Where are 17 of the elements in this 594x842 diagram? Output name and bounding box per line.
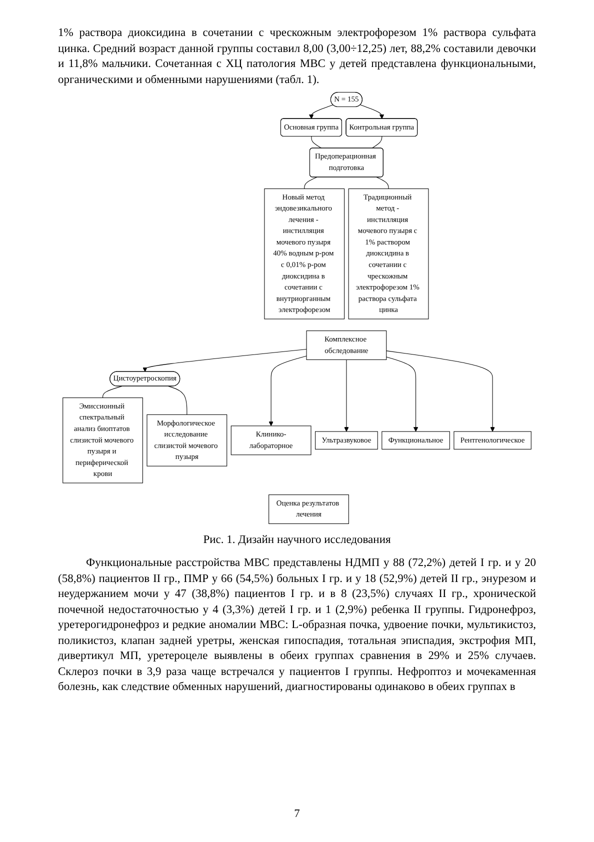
- connector: [304, 177, 318, 190]
- page-number: 7: [293, 808, 301, 820]
- arrow: [344, 360, 349, 432]
- arrow: [142, 349, 307, 372]
- paragraph: 1% раствора диоксидина в сочетании с чрескожным электрофорезом 1% раствора сульфата цинка. Средний возраст данной группы составил 8,00 (3,00÷12,25) лет, 88,2% составили девочки и 11,8% мальчики. Сочетанная с ХЦ патология МВС у детей представлена функциональными, органическими и обменными нарушениями (табл. 1).: [58, 26, 536, 88]
- connector: [102, 386, 122, 398]
- arrow: [308, 104, 334, 120]
- connector: [376, 177, 389, 190]
- arrow: [386, 350, 495, 432]
- arrow: [360, 104, 384, 120]
- connector: [311, 136, 322, 149]
- connector: [168, 386, 188, 415]
- arrow: [268, 356, 307, 426]
- connector: [371, 136, 382, 149]
- paragraph: Функциональные расстройства МВС представлены НДМП у 88 (72,2%) детей I гр. и у 20 (58,8%) пациентов II гр., ПМР у 66 (54,5%) больных I гр. и у 18 (52,9%) детей II гр., энурезом и неудержанием мочи у 47 (38,8%) пациентов I гр. и в 8 (23,5%) случаях II гр., хронической почечной недостаточностью у 4 (3,3%) детей I гр. и 1 (2,9%) ребенка II группы. Гидронефроз, уретерогидронефроз и редкие аномалии МВС: L-образная почка, удвоение почки, мультикистоз, поликистоз, клапан задней уретры, женская гипоспадия, тотальная эписпадия, экстрофия МП, дивертикул МП, уретероцеле выявлены в обеих группах сравнения в 29% и 25% случаев. Склероз почки в 3,9 раза чаще встречался у пациентов I группы. Нефроптоз и мочекаменная болезнь, как следствие обменных нарушений, диагностированы одинаково в обеих группах в: [58, 556, 536, 696]
- figure-caption: Рис. 1. Дизайн научного исследования: [202, 534, 392, 546]
- arrow: [386, 356, 418, 432]
